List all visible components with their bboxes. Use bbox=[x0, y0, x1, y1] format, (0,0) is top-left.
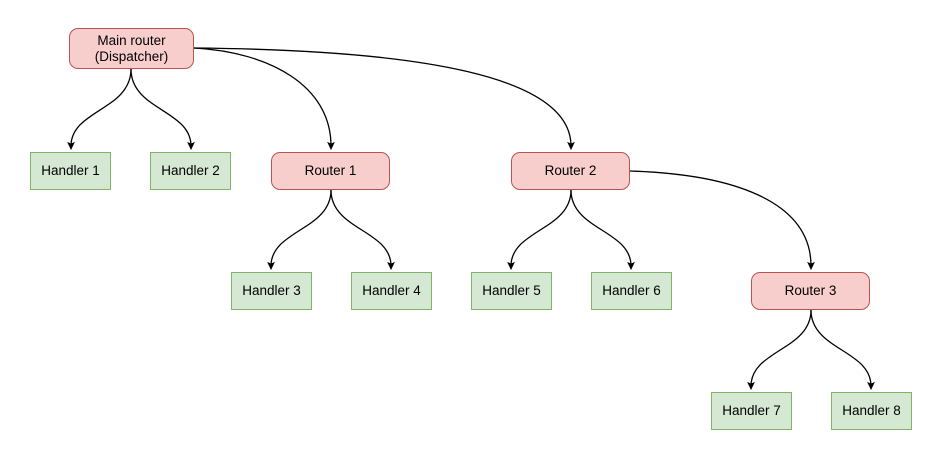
node-handler-4[interactable]: Handler 4 bbox=[351, 272, 432, 310]
node-router-3[interactable]: Router 3 bbox=[751, 272, 870, 310]
node-label-router-2: Router 2 bbox=[544, 163, 597, 179]
node-label-handler-2: Handler 2 bbox=[161, 163, 220, 179]
node-label-router-3: Router 3 bbox=[784, 283, 837, 299]
edge-router-1-to-handler-3 bbox=[267, 189, 332, 271]
edge-router-2-to-router-3 bbox=[629, 170, 815, 271]
node-handler-8[interactable]: Handler 8 bbox=[831, 392, 912, 430]
node-label-handler-1: Handler 1 bbox=[41, 163, 100, 179]
edge-router-3-to-handler-8 bbox=[810, 309, 875, 391]
node-router-1[interactable]: Router 1 bbox=[271, 152, 390, 190]
node-label-router-1: Router 1 bbox=[304, 163, 357, 179]
node-label-handler-5: Handler 5 bbox=[482, 283, 541, 299]
node-handler-7[interactable]: Handler 7 bbox=[711, 392, 792, 430]
edge-main-to-router-2 bbox=[193, 47, 575, 151]
node-handler-1[interactable]: Handler 1 bbox=[30, 152, 111, 190]
edge-router-2-to-handler-5 bbox=[507, 189, 572, 271]
node-label-handler-3: Handler 3 bbox=[242, 283, 301, 299]
node-handler-3[interactable]: Handler 3 bbox=[231, 272, 312, 310]
node-handler-6[interactable]: Handler 6 bbox=[591, 272, 672, 310]
node-label-handler-7: Handler 7 bbox=[722, 403, 781, 419]
edge-router-2-to-handler-6 bbox=[570, 189, 635, 271]
node-main-router[interactable]: Main router (Dispatcher) bbox=[69, 28, 194, 69]
node-label-handler-6: Handler 6 bbox=[602, 283, 661, 299]
node-handler-2[interactable]: Handler 2 bbox=[150, 152, 231, 190]
edge-router-3-to-handler-7 bbox=[747, 309, 812, 391]
edge-main-to-router-1 bbox=[193, 47, 335, 151]
edge-router-1-to-handler-4 bbox=[330, 189, 395, 271]
node-label-handler-4: Handler 4 bbox=[362, 283, 421, 299]
node-router-2[interactable]: Router 2 bbox=[511, 152, 630, 190]
edge-main-to-handler-1 bbox=[67, 68, 132, 151]
node-label-main-router: Main router (Dispatcher) bbox=[94, 32, 169, 64]
edge-main-to-handler-2 bbox=[130, 68, 195, 151]
node-handler-5[interactable]: Handler 5 bbox=[471, 272, 552, 310]
node-label-handler-8: Handler 8 bbox=[842, 403, 901, 419]
edge-paths bbox=[67, 47, 875, 391]
